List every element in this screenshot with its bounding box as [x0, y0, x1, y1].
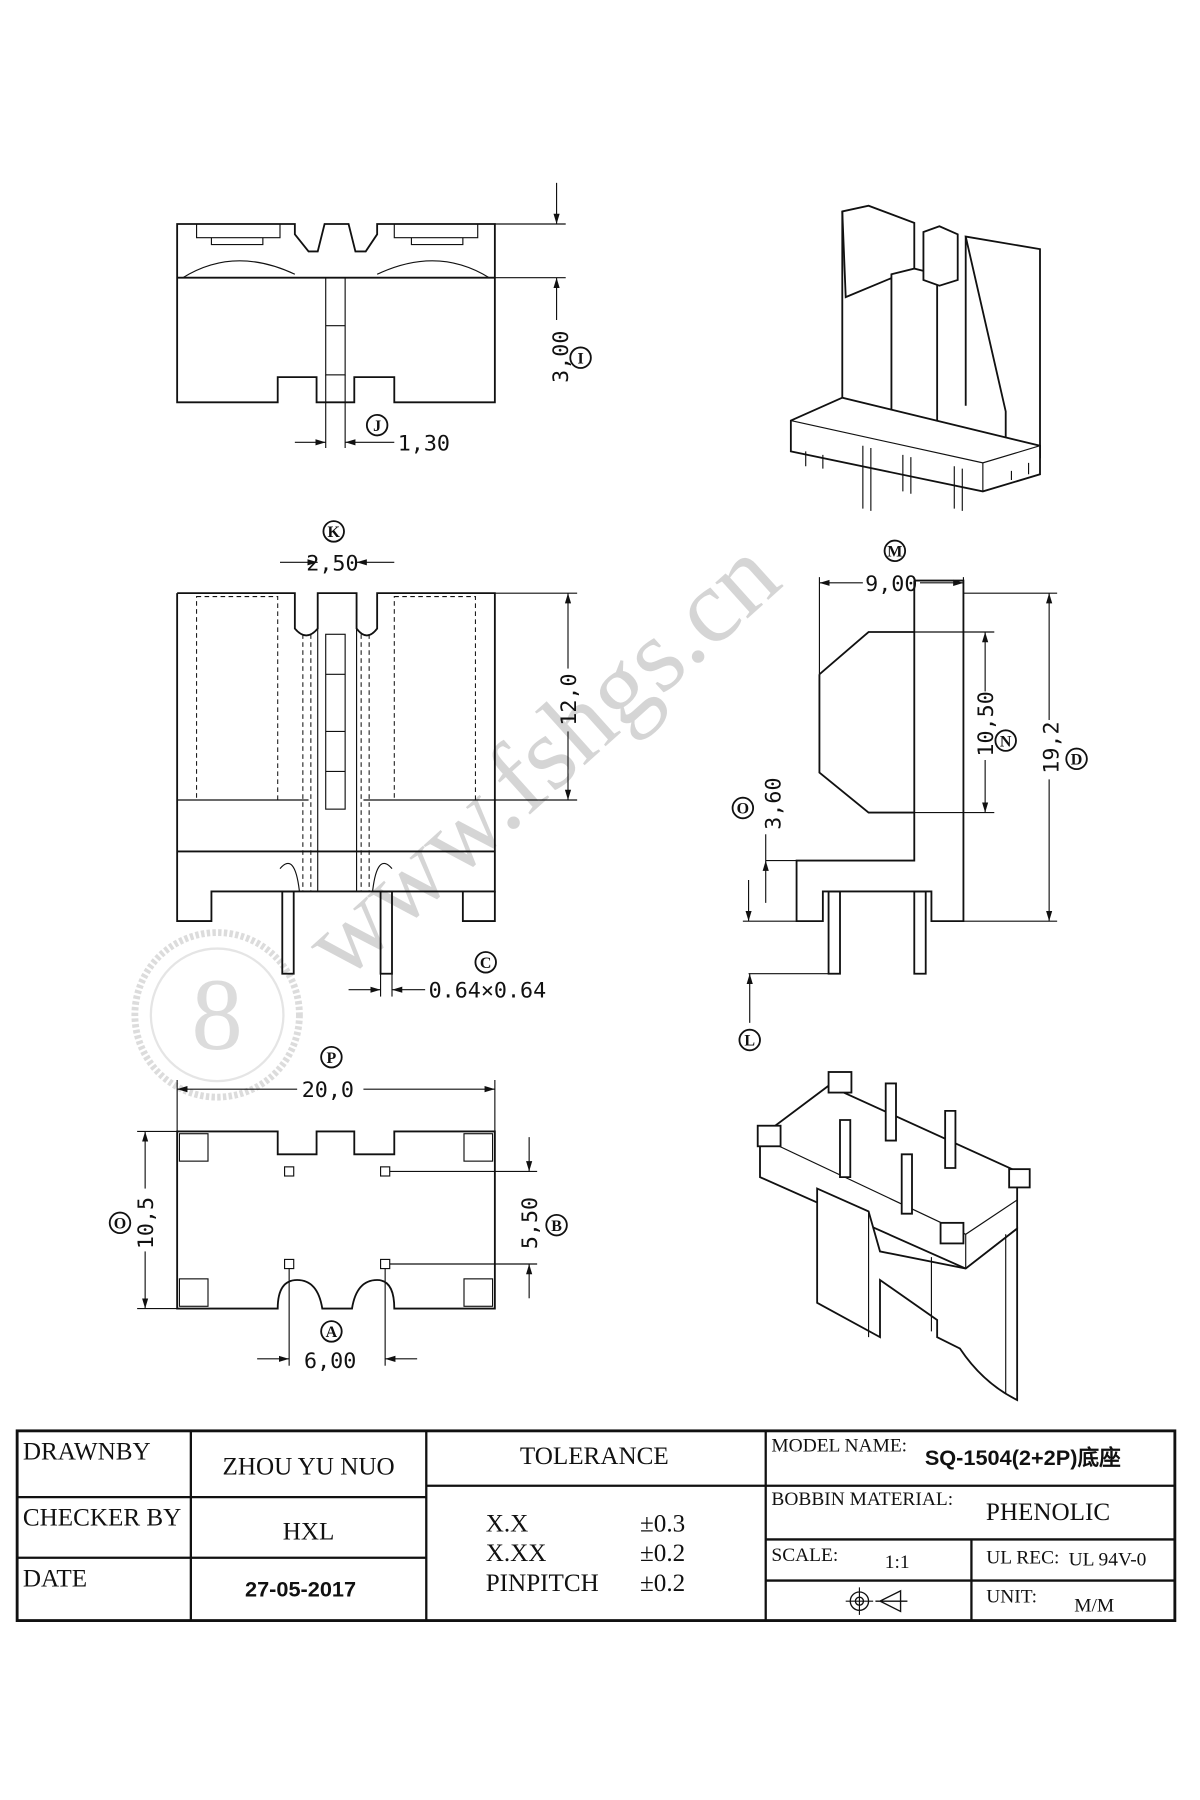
- bottom-view: 20,0 P 10,5 O 5,50 B 6,00 A: [108, 1045, 568, 1374]
- dim-pin-label: 0.64×0.64: [429, 979, 547, 1004]
- dim-base-label: 3,60: [762, 777, 787, 829]
- date-label: DATE: [23, 1565, 87, 1592]
- ul-rec-label: UL REC:: [986, 1547, 1059, 1568]
- dim-gap-tag: K: [327, 524, 340, 541]
- title-block: DRAWNBY ZHOU YU NUO CHECKER BY HXL DATE …: [15, 1429, 1177, 1622]
- checker-value: HXL: [283, 1518, 335, 1545]
- unit-label: UNIT:: [986, 1586, 1037, 1607]
- dim-base-tag: O: [737, 801, 749, 818]
- dim-pin-tag: C: [480, 955, 492, 972]
- dim-length-tag: P: [327, 1050, 337, 1067]
- tolerance-value: ±0.2: [640, 1540, 685, 1567]
- dim-slot-label: 1,30: [398, 431, 450, 456]
- date-value: 27-05-2017: [245, 1577, 356, 1602]
- tolerance-label: TOLERANCE: [520, 1443, 669, 1470]
- watermark-seal: 8: [131, 929, 303, 1101]
- tolerance-value: ±0.3: [640, 1510, 685, 1537]
- watermark: www.fshgs.cn 8: [131, 515, 800, 1101]
- top-view: 2,50 K 12,0 0.64×0.64 C: [176, 520, 582, 1004]
- dim-gap-label: 2,50: [306, 551, 358, 576]
- dim-width-9-label: 9,00: [865, 572, 917, 597]
- tolerance-name: PINPITCH: [486, 1570, 599, 1597]
- model-name-label: MODEL NAME:: [771, 1435, 907, 1456]
- dim-pin-len-tag: L: [744, 1033, 755, 1050]
- scale-label: SCALE:: [771, 1545, 838, 1566]
- dim-height-tag: I: [577, 350, 583, 367]
- dim-width-10-label: 10,5: [134, 1197, 159, 1249]
- ul-rec-value: UL 94V-0: [1069, 1550, 1147, 1571]
- tolerance-name: X.X: [486, 1510, 529, 1537]
- watermark-text: www.fshgs.cn: [280, 515, 800, 1000]
- side-view: 9,00 M 10,50 N 19,2 D 3,60 O L: [731, 539, 1088, 1052]
- dim-total-label: 19,2: [1039, 721, 1064, 773]
- front-view: 3,00 I 1,30 J: [176, 182, 592, 456]
- unit-value: M/M: [1074, 1595, 1114, 1616]
- scale-value: 1:1: [885, 1552, 910, 1573]
- isometric-view-top: [789, 204, 1041, 511]
- checker-label: CHECKER BY: [23, 1505, 181, 1532]
- tolerance-name: X.XX: [486, 1540, 547, 1567]
- dim-pitch-tag: A: [326, 1324, 338, 1341]
- drawn-by-value: ZHOU YU NUO: [223, 1453, 395, 1480]
- projection-symbol-icon: [845, 1587, 908, 1615]
- drawn-by-label: DRAWNBY: [23, 1438, 151, 1465]
- dim-total-tag: D: [1071, 752, 1083, 769]
- dim-row-label: 5,50: [518, 1197, 543, 1249]
- dim-height-12-label: 12,0: [557, 673, 582, 725]
- dim-length-label: 20,0: [302, 1078, 354, 1103]
- seal-glyph: 8: [191, 958, 242, 1072]
- model-name-value: SQ-1504(2+2P)底座: [925, 1445, 1121, 1470]
- dim-flange-tag: N: [1000, 733, 1012, 750]
- dim-slot-tag: J: [373, 418, 381, 435]
- isometric-view-bottom: [756, 1071, 1031, 1402]
- material-value: PHENOLIC: [986, 1499, 1110, 1526]
- material-label: BOBBIN MATERIAL:: [771, 1489, 953, 1510]
- dim-width-10-tag: O: [114, 1216, 126, 1233]
- dim-row-tag: B: [551, 1218, 562, 1235]
- dim-pitch-label: 6,00: [304, 1349, 356, 1374]
- dim-flange-label: 10,50: [974, 691, 999, 756]
- tolerance-value: ±0.2: [640, 1570, 685, 1597]
- dim-width-9-tag: M: [887, 544, 902, 561]
